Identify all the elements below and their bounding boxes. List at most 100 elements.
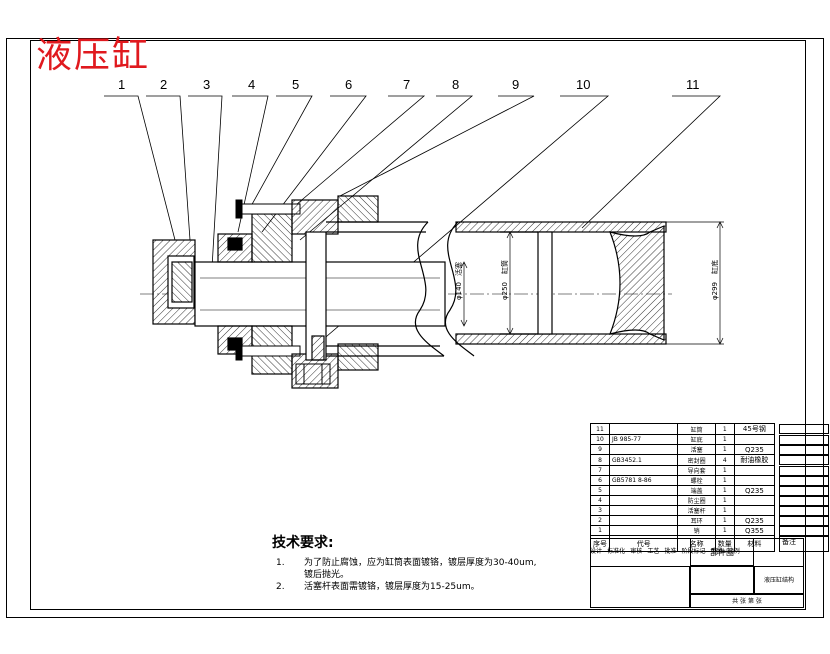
bom-cell-name: 缸筒: [677, 423, 716, 435]
bom-cell-code: GB5781 8-86: [608, 475, 679, 486]
bom-cell-note: [779, 525, 829, 536]
bom-header-material: 材料: [733, 535, 776, 552]
bom-cell-note: [779, 475, 829, 486]
scale-label: 比例: [727, 548, 740, 555]
bom-cell-qty: 1: [714, 485, 735, 496]
part-group-cell: 部件图: [690, 538, 754, 566]
guide-sleeve: [291, 195, 379, 389]
bom-cell-seq: 4: [590, 495, 610, 506]
bom-cell-note: [779, 485, 829, 496]
approve-label: 批准: [664, 548, 677, 555]
bom-cell-qty: 1: [714, 423, 735, 435]
bom-cell-qty: 1: [714, 505, 735, 516]
bom-cell-note: [779, 515, 829, 526]
bom-cell-material: 45号钢: [733, 423, 776, 435]
bom-cell-material: Q235: [733, 444, 776, 455]
bom-cell-qty: 1: [714, 444, 735, 455]
tech-req-text: 活塞杆表面需镀铬，镀层厚度为15-25um。: [304, 582, 480, 593]
dimension-labels: φ140 活塞 φ250 缸筒 φ299 缸底: [454, 260, 719, 300]
clevis: [152, 239, 196, 325]
bom-cell-name: 密封圈: [677, 454, 716, 466]
callout-11: 11: [686, 77, 700, 92]
bom-cell-note: [779, 465, 829, 476]
bom-cell-seq: 5: [590, 485, 610, 496]
bom-cell-code: [608, 423, 679, 435]
bom-cell-material: [733, 505, 776, 516]
callout-4: 4: [248, 77, 255, 92]
callout-9: 9: [512, 77, 519, 92]
bom-cell-qty: 1: [714, 465, 735, 476]
callout-6: 6: [345, 77, 352, 92]
bom-cell-code: GB3452.1: [608, 454, 679, 466]
bom-header-code: 代号: [608, 535, 679, 552]
callout-1: 1: [118, 77, 125, 92]
callout-8: 8: [452, 77, 459, 92]
tech-req-title: 技术要求:: [272, 535, 334, 551]
bom-cell-qty: 4: [714, 454, 735, 466]
sheets-cell: 共 张 第 张: [690, 594, 804, 608]
bom-cell-material: Q235: [733, 515, 776, 526]
cylinder-barrel: [455, 221, 667, 345]
bom-cell-name: 活塞杆: [677, 505, 716, 516]
technical-requirements: 技术要求: 1. 为了防止腐蚀，应为缸筒表面镀铬，镀层厚度为30-40um, 镀…: [272, 534, 572, 593]
bom-cell-code: [608, 525, 679, 536]
bom-cell-code: [608, 505, 679, 516]
bom-cell-name: 防尘圈: [677, 495, 716, 506]
bom-cell-code: [608, 444, 679, 455]
weight-label: 重量: [710, 548, 723, 555]
title-block: 部件图 液压缸结构 共 张 第 张 设计 标准化 审核 工艺 批准 阶段标记 重…: [590, 538, 804, 608]
end-cover: [251, 213, 293, 375]
standard-label: 标准化: [607, 548, 626, 555]
bom-cell-qty: 1: [714, 525, 735, 536]
bom-cell-qty: 1: [714, 495, 735, 506]
callout-5: 5: [292, 77, 299, 92]
piston: [305, 231, 327, 361]
revision-grid: [590, 566, 690, 608]
bom-cell-material: [733, 495, 776, 506]
dimension-lines: [460, 221, 724, 345]
dim-rod-dia: φ140: [455, 282, 463, 300]
bom-cell-seq: 9: [590, 444, 610, 455]
bom-cell-qty: 1: [714, 475, 735, 486]
drawing-name-cell: 液压缸结构: [754, 566, 804, 594]
tech-req-text: 为了防止腐蚀，应为缸筒表面镀铬，镀层厚度为30-40um,: [304, 557, 537, 568]
bom-cell-note: [779, 444, 829, 455]
bom-cell-seq: 11: [590, 423, 610, 435]
bom-cell-material: [733, 465, 776, 476]
bom-cell-note: [779, 434, 829, 445]
bom-cell-seq: 10: [590, 434, 610, 445]
bom-cell-code: [608, 465, 679, 476]
bom-cell-material: Q355: [733, 525, 776, 536]
bom-cell-seq: 8: [590, 454, 610, 466]
drawing-title: 液压缸: [36, 35, 151, 76]
dim-rod-label: 活塞: [454, 262, 463, 276]
bom-cell-seq: 1: [590, 525, 610, 536]
callout-10: 10: [576, 77, 590, 92]
bom-cell-code: [608, 495, 679, 506]
bom-cell-note: [779, 423, 829, 434]
tech-req-text-cont: 镀后抛光。: [304, 570, 350, 581]
dim-outer-dia: φ299: [711, 282, 719, 300]
bom-cell-material: 耐油橡胶: [733, 454, 776, 466]
callout-numbers: 1 2 3 4 5 6 7 8 9 10 11: [118, 77, 700, 92]
bom-cell-name: 缸底: [677, 434, 716, 445]
cylinder-barrel-left: [326, 221, 444, 357]
drawing-border-outer: [6, 38, 824, 618]
bom-cell-code: JB 985-77: [608, 434, 679, 445]
bom-cell-code: [608, 485, 679, 496]
process-label: 工艺: [647, 548, 660, 555]
bom-cell-material: [733, 434, 776, 445]
review-label: 审核: [630, 548, 643, 555]
stage-label: 阶段标记: [681, 548, 706, 555]
piston-head: [500, 231, 553, 335]
bom-cell-name: 端盖: [677, 485, 716, 496]
